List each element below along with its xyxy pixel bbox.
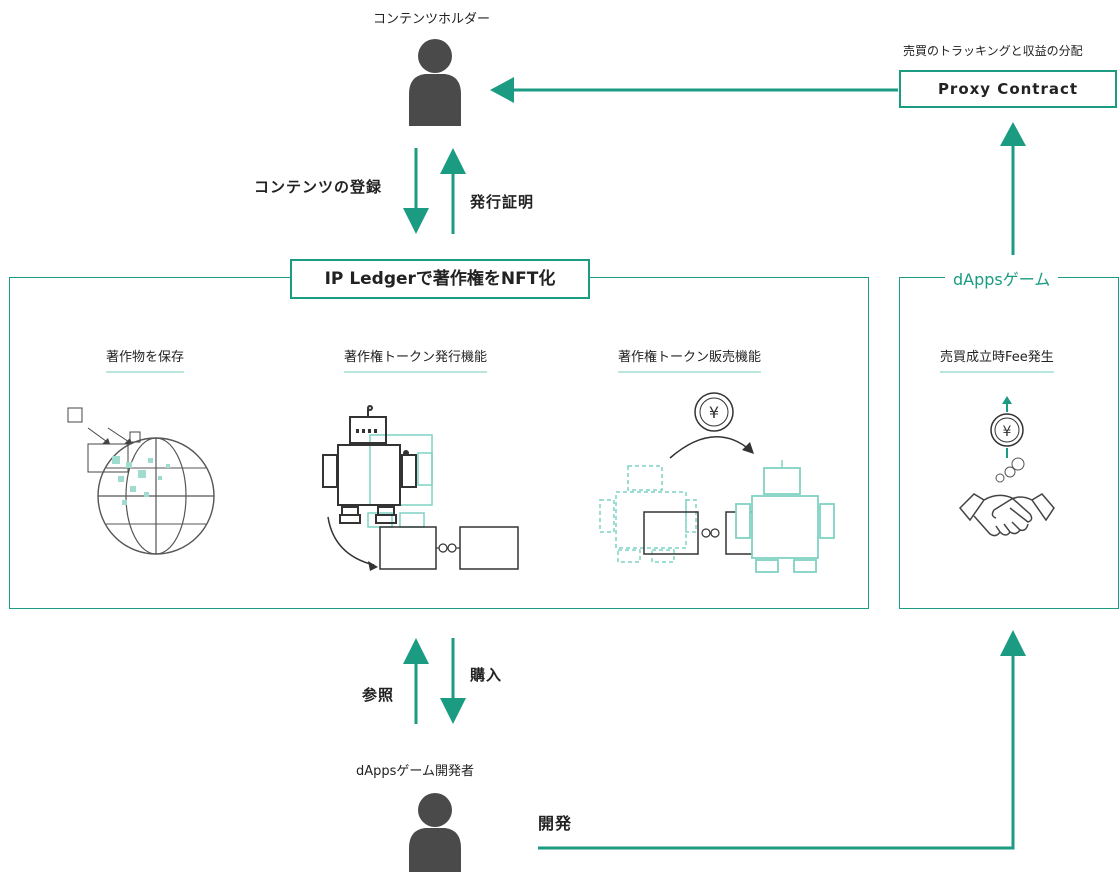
section-store-label: 著作物を保存 bbox=[106, 346, 185, 373]
proxy-contract-box: Proxy Contract bbox=[899, 70, 1117, 108]
purchase-label: 購入 bbox=[470, 666, 503, 684]
register-label: コンテンツの登録 bbox=[254, 178, 383, 196]
proxy-contract-label: Proxy Contract bbox=[937, 80, 1079, 98]
proxy-caption: 売買のトラッキングと収益の分配 bbox=[903, 44, 1083, 58]
yen-symbol-text-2: ¥ bbox=[1003, 424, 1012, 440]
dapps-title: dAppsゲーム bbox=[945, 266, 1059, 290]
section-sell-label: 著作権トークン販売機能 bbox=[618, 346, 762, 373]
reference-label: 参照 bbox=[362, 686, 395, 704]
ip-ledger-title: IP Ledgerで著作権をNFT化 bbox=[290, 259, 590, 299]
globe-storage-icon bbox=[67, 407, 215, 555]
handshake-fee-icon: ¥ bbox=[958, 396, 1055, 537]
token-sell-robot-icon: ¥ bbox=[599, 392, 835, 573]
developer-label: dAppsゲーム開発者 bbox=[356, 764, 475, 779]
content-holder-label: コンテンツホルダー bbox=[373, 12, 491, 27]
developer-person-icon bbox=[409, 793, 461, 872]
yen-symbol-text: ¥ bbox=[709, 403, 719, 422]
fee-section-label: 売買成立時Fee発生 bbox=[940, 346, 1054, 373]
develop-label: 開発 bbox=[538, 814, 573, 833]
token-issue-robot-icon bbox=[322, 405, 519, 571]
content-holder-person-icon bbox=[409, 39, 461, 126]
issue-proof-label: 発行証明 bbox=[470, 193, 535, 211]
section-issue-label: 著作権トークン発行機能 bbox=[344, 346, 488, 373]
